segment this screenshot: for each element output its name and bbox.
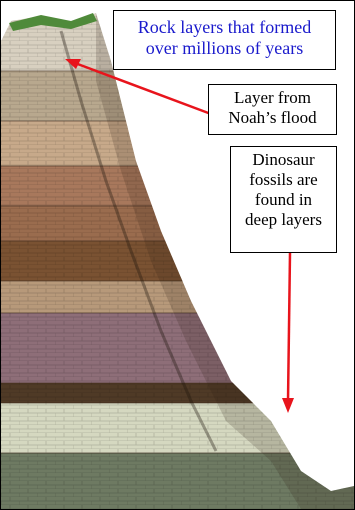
label-noah-flood: Layer from Noah’s flood — [208, 84, 337, 135]
label-dinosaur-fossils: Dinosaur fossils are found in deep layer… — [230, 146, 337, 253]
label-line: fossils are — [235, 170, 332, 190]
label-rock-layers: Rock layers that formed over millions of… — [113, 10, 336, 70]
label-line: over millions of years — [118, 38, 331, 59]
label-line: Layer from — [213, 88, 332, 108]
label-line: Noah’s flood — [213, 108, 332, 128]
label-line: Rock layers that formed — [118, 17, 331, 38]
arrow-dino — [282, 253, 294, 413]
label-line: deep layers — [235, 210, 332, 230]
label-line: found in — [235, 190, 332, 210]
label-line: Dinosaur — [235, 150, 332, 170]
